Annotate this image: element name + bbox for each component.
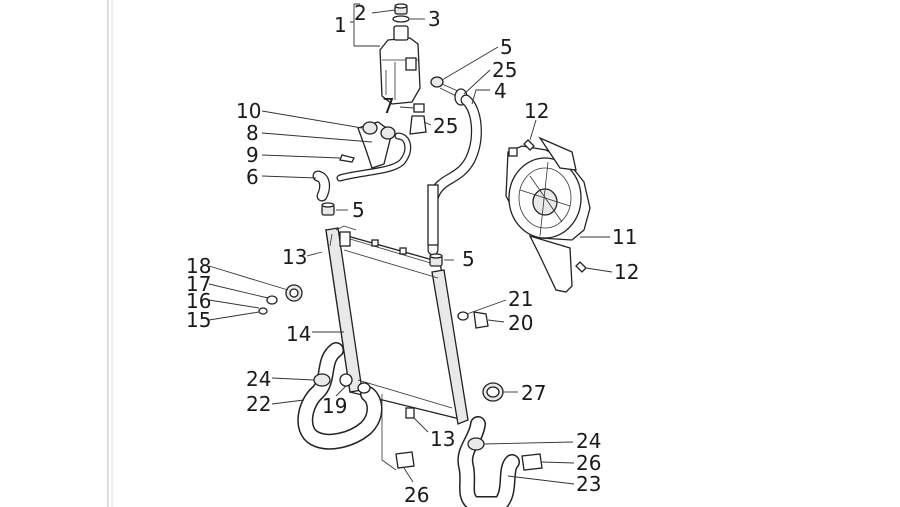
callout-1: 1 (334, 13, 347, 37)
callout-19: 19 (322, 394, 347, 418)
callout-10: 10 (236, 99, 261, 123)
callout-14: 14 (286, 322, 311, 346)
callout-26-left: 26 (404, 483, 429, 507)
plug-20 (473, 311, 489, 329)
washer-17 (266, 295, 278, 305)
callout-16: 16 (186, 289, 211, 313)
callout-13-lower: 13 (430, 427, 455, 451)
o-ring-21 (457, 311, 469, 321)
callout-5-upper-cap: 5 (352, 198, 365, 222)
callout-4: 4 (494, 79, 507, 103)
drain-19 (339, 373, 353, 387)
callout-21: 21 (508, 287, 533, 311)
hose-sleeve (427, 184, 439, 246)
tank-gasket (392, 15, 410, 23)
hose-clamp-24-left (313, 373, 331, 387)
callout-26-right: 26 (576, 451, 601, 475)
callout-25-lower: 25 (433, 114, 458, 138)
clip-13-lower (405, 407, 415, 419)
callout-2: 2 (354, 1, 367, 25)
callout-24-left: 24 (246, 367, 271, 391)
leader-lines (208, 9, 613, 485)
callout-27: 27 (521, 381, 546, 405)
bracket-1 (350, 3, 380, 47)
nut-10a (362, 121, 378, 135)
radiator-cap-upper (321, 202, 335, 216)
screw-9 (339, 154, 355, 163)
callout-17: 17 (186, 272, 211, 296)
hose-connector (409, 115, 427, 135)
fan-bracket (528, 234, 573, 293)
callout-18: 18 (186, 254, 211, 278)
callout-20: 20 (508, 311, 533, 335)
callout-13-upper: 13 (282, 245, 307, 269)
callout-22: 22 (246, 392, 271, 416)
bolt-12-upper (523, 139, 535, 151)
callout-15: 15 (186, 308, 211, 332)
bolt-12-lower (575, 261, 587, 273)
callout-11: 11 (612, 225, 637, 249)
callout-12-lower: 12 (614, 260, 639, 284)
radiator-cap-lower (429, 253, 443, 267)
callout-24-right: 24 (576, 429, 601, 453)
hose-clamp-26-left (395, 451, 415, 469)
hose-clamp-26-right (521, 453, 543, 471)
callout-7: 7 (382, 94, 395, 118)
expansion-tank (379, 25, 421, 105)
callout-6: 6 (246, 165, 259, 189)
washer-16 (258, 307, 268, 315)
radiator (325, 225, 469, 425)
callout-5-lower-cap: 5 (462, 247, 475, 271)
callout-5-tank: 5 (500, 35, 513, 59)
cooling-fan (505, 136, 591, 293)
callout-labels: 1 2 3 5 25 4 7 25 10 8 12 9 6 5 11 13 5 … (186, 1, 639, 507)
hose-clamp-24-right (467, 437, 485, 451)
callout-3: 3 (428, 7, 441, 31)
nut-10b (380, 126, 396, 140)
callout-9: 9 (246, 143, 259, 167)
hose-clamp-upper (430, 76, 444, 88)
callout-8: 8 (246, 121, 259, 145)
callout-23: 23 (576, 472, 601, 496)
tank-cap (394, 3, 408, 15)
callout-12-upper: 12 (524, 99, 549, 123)
fitting-7 (413, 103, 425, 113)
callout-25-upper: 25 (492, 58, 517, 82)
